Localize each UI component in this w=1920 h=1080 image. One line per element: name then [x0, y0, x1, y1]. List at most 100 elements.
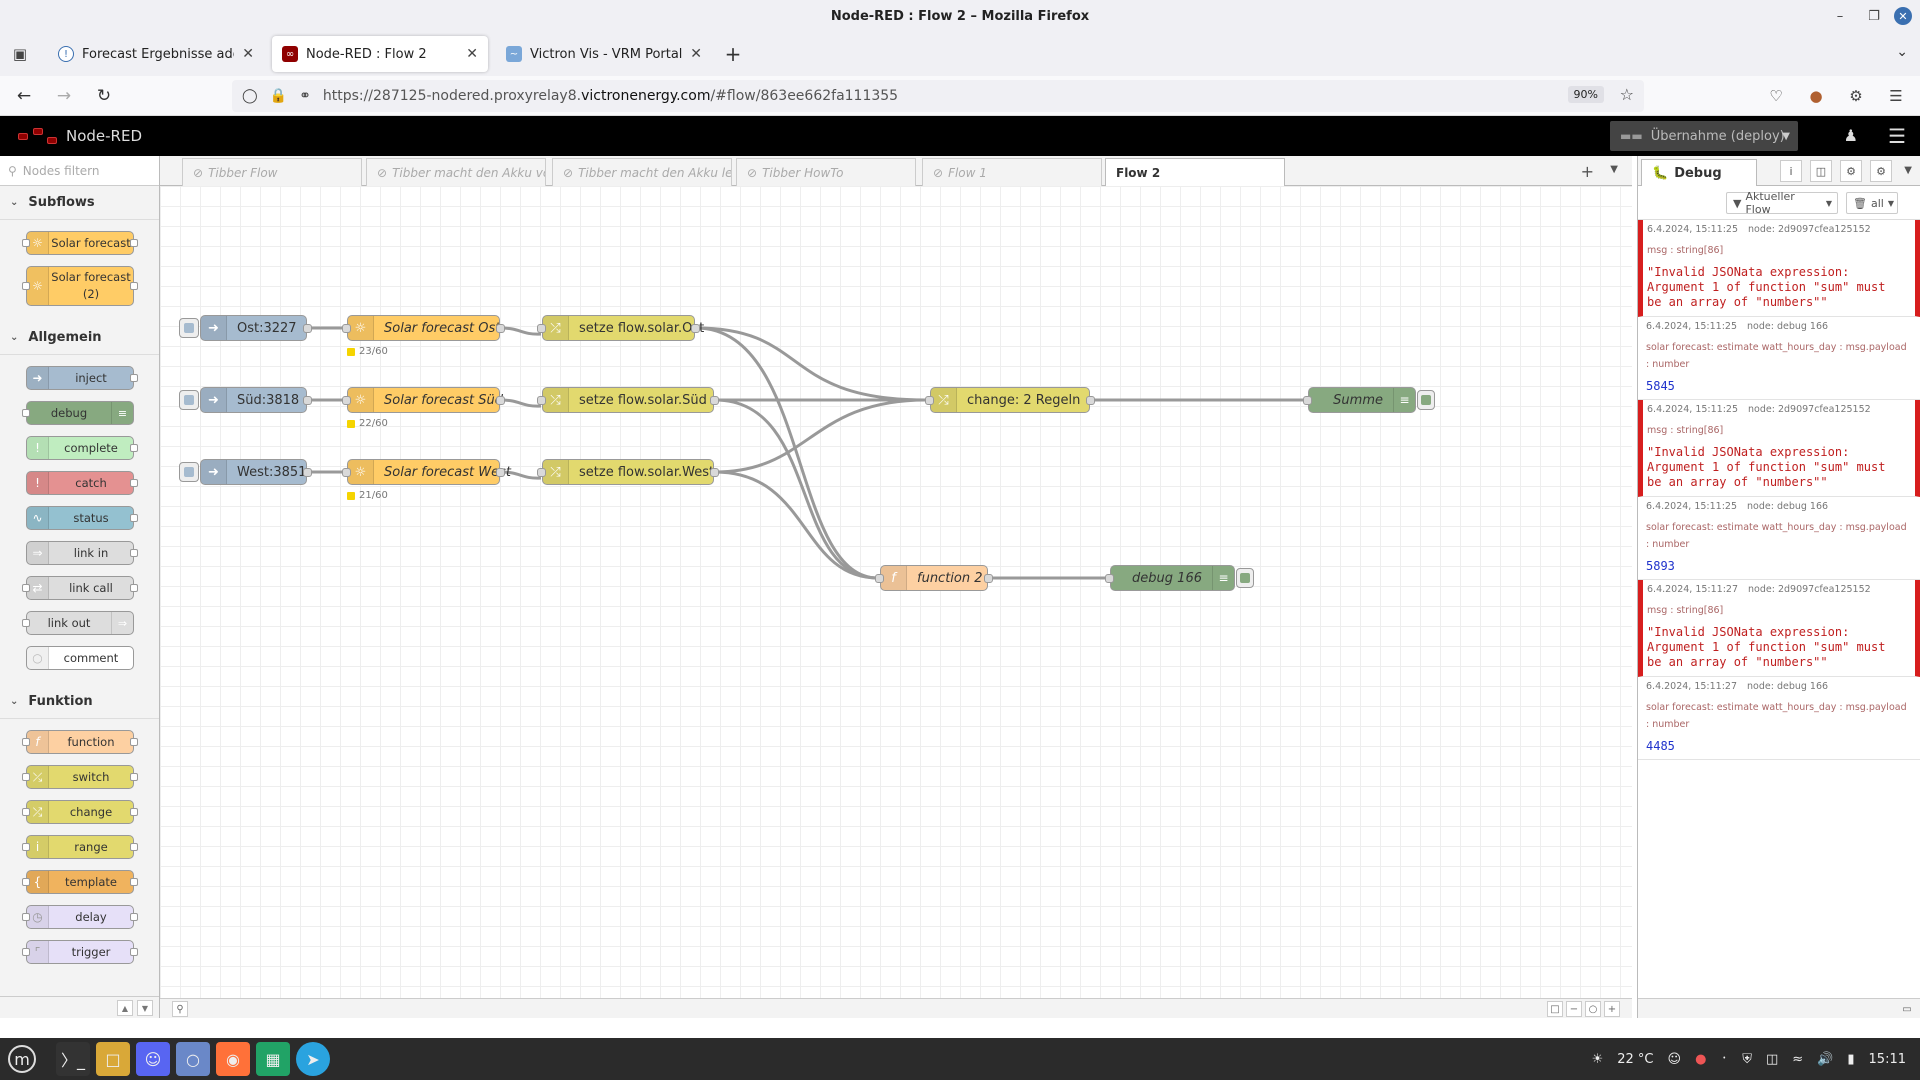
message-node[interactable]: node: 2d9097cfea125152 — [1748, 584, 1871, 595]
collapse-all-icon[interactable]: ▲ — [117, 1000, 133, 1016]
message-payload[interactable]: 5845 — [1646, 379, 1675, 393]
zoom-in-icon[interactable]: + — [1604, 1001, 1620, 1017]
inject-button[interactable] — [179, 462, 199, 482]
debug-node-summe[interactable]: Summe ≡ — [1303, 387, 1435, 413]
pocket-icon[interactable]: ♡ — [1769, 87, 1783, 105]
output-port[interactable] — [496, 324, 505, 333]
palette-node-comment[interactable]: ○ comment — [26, 646, 134, 670]
clear-debug-button[interactable]: 🗑 all ▼ — [1846, 192, 1898, 214]
vpn-icon[interactable]: ◫ — [1765, 1051, 1779, 1067]
app-menu-icon[interactable]: ☰ — [1889, 87, 1903, 105]
tab-tibber-howto[interactable]: ⊘Tibber HowTo — [736, 158, 916, 186]
change-node-2-rules[interactable]: ⤮ change: 2 Regeln — [925, 387, 1095, 413]
chromium-icon[interactable]: ○ — [176, 1042, 210, 1076]
expand-all-icon[interactable]: ▼ — [137, 1000, 153, 1016]
tab-tibber-flow[interactable]: ⊘Tibber Flow — [182, 158, 362, 186]
palette-category-subflows[interactable]: ⌄ Subflows — [0, 186, 159, 220]
palette-category-funktion[interactable]: ⌄ Funktion — [0, 685, 159, 719]
search-flows-icon[interactable]: ⚲ — [172, 1001, 188, 1017]
discord-icon[interactable]: ☺ — [136, 1042, 170, 1076]
restore-icon[interactable]: ❐ — [1868, 8, 1880, 24]
tab-list-caret-icon[interactable]: ▼ — [1610, 164, 1618, 175]
message-node[interactable]: node: debug 166 — [1747, 681, 1829, 692]
folder-icon[interactable]: □ — [96, 1042, 130, 1076]
browser-tab-victron[interactable]: ~ Victron Vis - VRM Portal ✕ — [496, 36, 712, 72]
debug-filter-dropdown[interactable]: ▼ Aktueller Flow ▼ — [1726, 190, 1838, 216]
account-icon[interactable]: ● — [1809, 87, 1823, 105]
input-port[interactable] — [925, 396, 934, 405]
discord-tray-icon[interactable]: ☺ — [1667, 1051, 1682, 1067]
tab-tibber-akku-voll[interactable]: ⊘Tibber macht den Akku voll — [366, 158, 546, 186]
output-port[interactable] — [496, 396, 505, 405]
flow-canvas[interactable]: ➜ Ost:3227 ➜ Süd:3818 ➜ West:3851 ☼ Sola… — [160, 186, 1632, 998]
permissions-icon[interactable]: ⚭ — [299, 88, 311, 104]
input-port[interactable] — [1105, 574, 1114, 583]
reload-icon[interactable]: ↻ — [96, 85, 112, 106]
sidebar-menu-caret-icon[interactable]: ▼ — [1904, 165, 1912, 176]
output-port[interactable] — [303, 324, 312, 333]
change-node-solar-ost[interactable]: ⤮ setze flow.solar.Ost — [537, 315, 704, 341]
message-node[interactable]: node: 2d9097cfea125152 — [1748, 224, 1871, 235]
wifi-icon[interactable]: ≈ — [1792, 1051, 1804, 1067]
start-menu-icon[interactable]: m — [8, 1045, 36, 1073]
palette-node-trigger[interactable]: ⌜ trigger — [22, 940, 138, 964]
debug-node-166[interactable]: debug 166 ≡ — [1105, 565, 1254, 591]
zoom-level-badge[interactable]: 90% — [1567, 86, 1604, 103]
navigator-icon[interactable]: □ — [1547, 1001, 1563, 1017]
close-tab-icon[interactable]: ✕ — [690, 46, 702, 62]
input-port[interactable] — [342, 324, 351, 333]
output-port[interactable] — [691, 324, 700, 333]
tab-debug[interactable]: 🐛 Debug — [1641, 159, 1757, 186]
deploy-button[interactable]: ▬▬ Übernahme (deploy) ▼ — [1610, 121, 1798, 151]
output-port[interactable] — [303, 468, 312, 477]
output-port[interactable] — [303, 396, 312, 405]
browser-tab-forecast[interactable]: ! Forecast Ergebnisse addieren ✕ — [48, 36, 264, 72]
subflow-node-solar-forecast-sued[interactable]: ☼ Solar forecast Süd — [342, 387, 505, 413]
user-icon[interactable]: ♟ — [1843, 126, 1858, 145]
input-port[interactable] — [537, 324, 546, 333]
new-tab-button[interactable]: + — [724, 42, 742, 66]
input-port[interactable] — [537, 396, 546, 405]
close-window-icon[interactable]: ✕ — [1894, 7, 1912, 25]
info-icon[interactable]: i — [1780, 160, 1802, 182]
message-node[interactable]: node: 2d9097cfea125152 — [1748, 404, 1871, 415]
input-port[interactable] — [1303, 396, 1312, 405]
message-payload[interactable]: 5893 — [1646, 559, 1675, 573]
spreadsheet-icon[interactable]: ▦ — [256, 1042, 290, 1076]
bug-tab-icon[interactable]: ⚙ — [1840, 160, 1862, 182]
main-menu-icon[interactable]: ☰ — [1888, 124, 1906, 148]
palette-node-link-out[interactable]: link out ⇒ — [22, 611, 134, 635]
palette-node-inject[interactable]: ➜ inject — [26, 366, 138, 390]
deploy-menu-caret-icon[interactable]: ▼ — [1782, 130, 1790, 142]
zoom-reset-icon[interactable]: ○ — [1585, 1001, 1601, 1017]
message-payload[interactable]: "Invalid JSONata expression: Argument 1 … — [1647, 625, 1886, 669]
terminal-icon[interactable]: 〉_ — [56, 1042, 90, 1076]
debug-toggle-button[interactable] — [1236, 568, 1254, 588]
palette-search-input[interactable]: ⚲ Nodes filtern — [0, 156, 159, 186]
close-tab-icon[interactable]: ✕ — [466, 46, 478, 62]
list-all-tabs-icon[interactable]: ⌄ — [1896, 44, 1908, 60]
palette-node-debug[interactable]: debug ≡ — [22, 401, 134, 425]
help-book-icon[interactable]: ◫ — [1810, 160, 1832, 182]
clock[interactable]: 15:11 — [1868, 1051, 1906, 1067]
input-port[interactable] — [342, 396, 351, 405]
volume-icon[interactable]: 🔊 — [1817, 1051, 1834, 1067]
palette-node-change[interactable]: ⤮ change — [22, 800, 138, 824]
palette-node-complete[interactable]: ! complete — [26, 436, 138, 460]
tab-flow-1[interactable]: ⊘Flow 1 — [922, 158, 1102, 186]
back-icon[interactable]: ← — [16, 85, 32, 106]
inject-button[interactable] — [179, 318, 199, 338]
url-text[interactable]: https://287125-nodered.proxyrelay8.victr… — [322, 88, 899, 104]
subflow-node-solar-forecast-ost[interactable]: ☼ Solar forecast Ost — [342, 315, 505, 341]
palette-node-status[interactable]: ∿ status — [26, 506, 138, 530]
message-node[interactable]: node: debug 166 — [1747, 501, 1829, 512]
forward-icon[interactable]: → — [56, 85, 72, 106]
input-port[interactable] — [875, 574, 884, 583]
message-node[interactable]: node: debug 166 — [1747, 321, 1829, 332]
message-payload[interactable]: 4485 — [1646, 739, 1675, 753]
palette-node-template[interactable]: { template — [22, 870, 138, 894]
